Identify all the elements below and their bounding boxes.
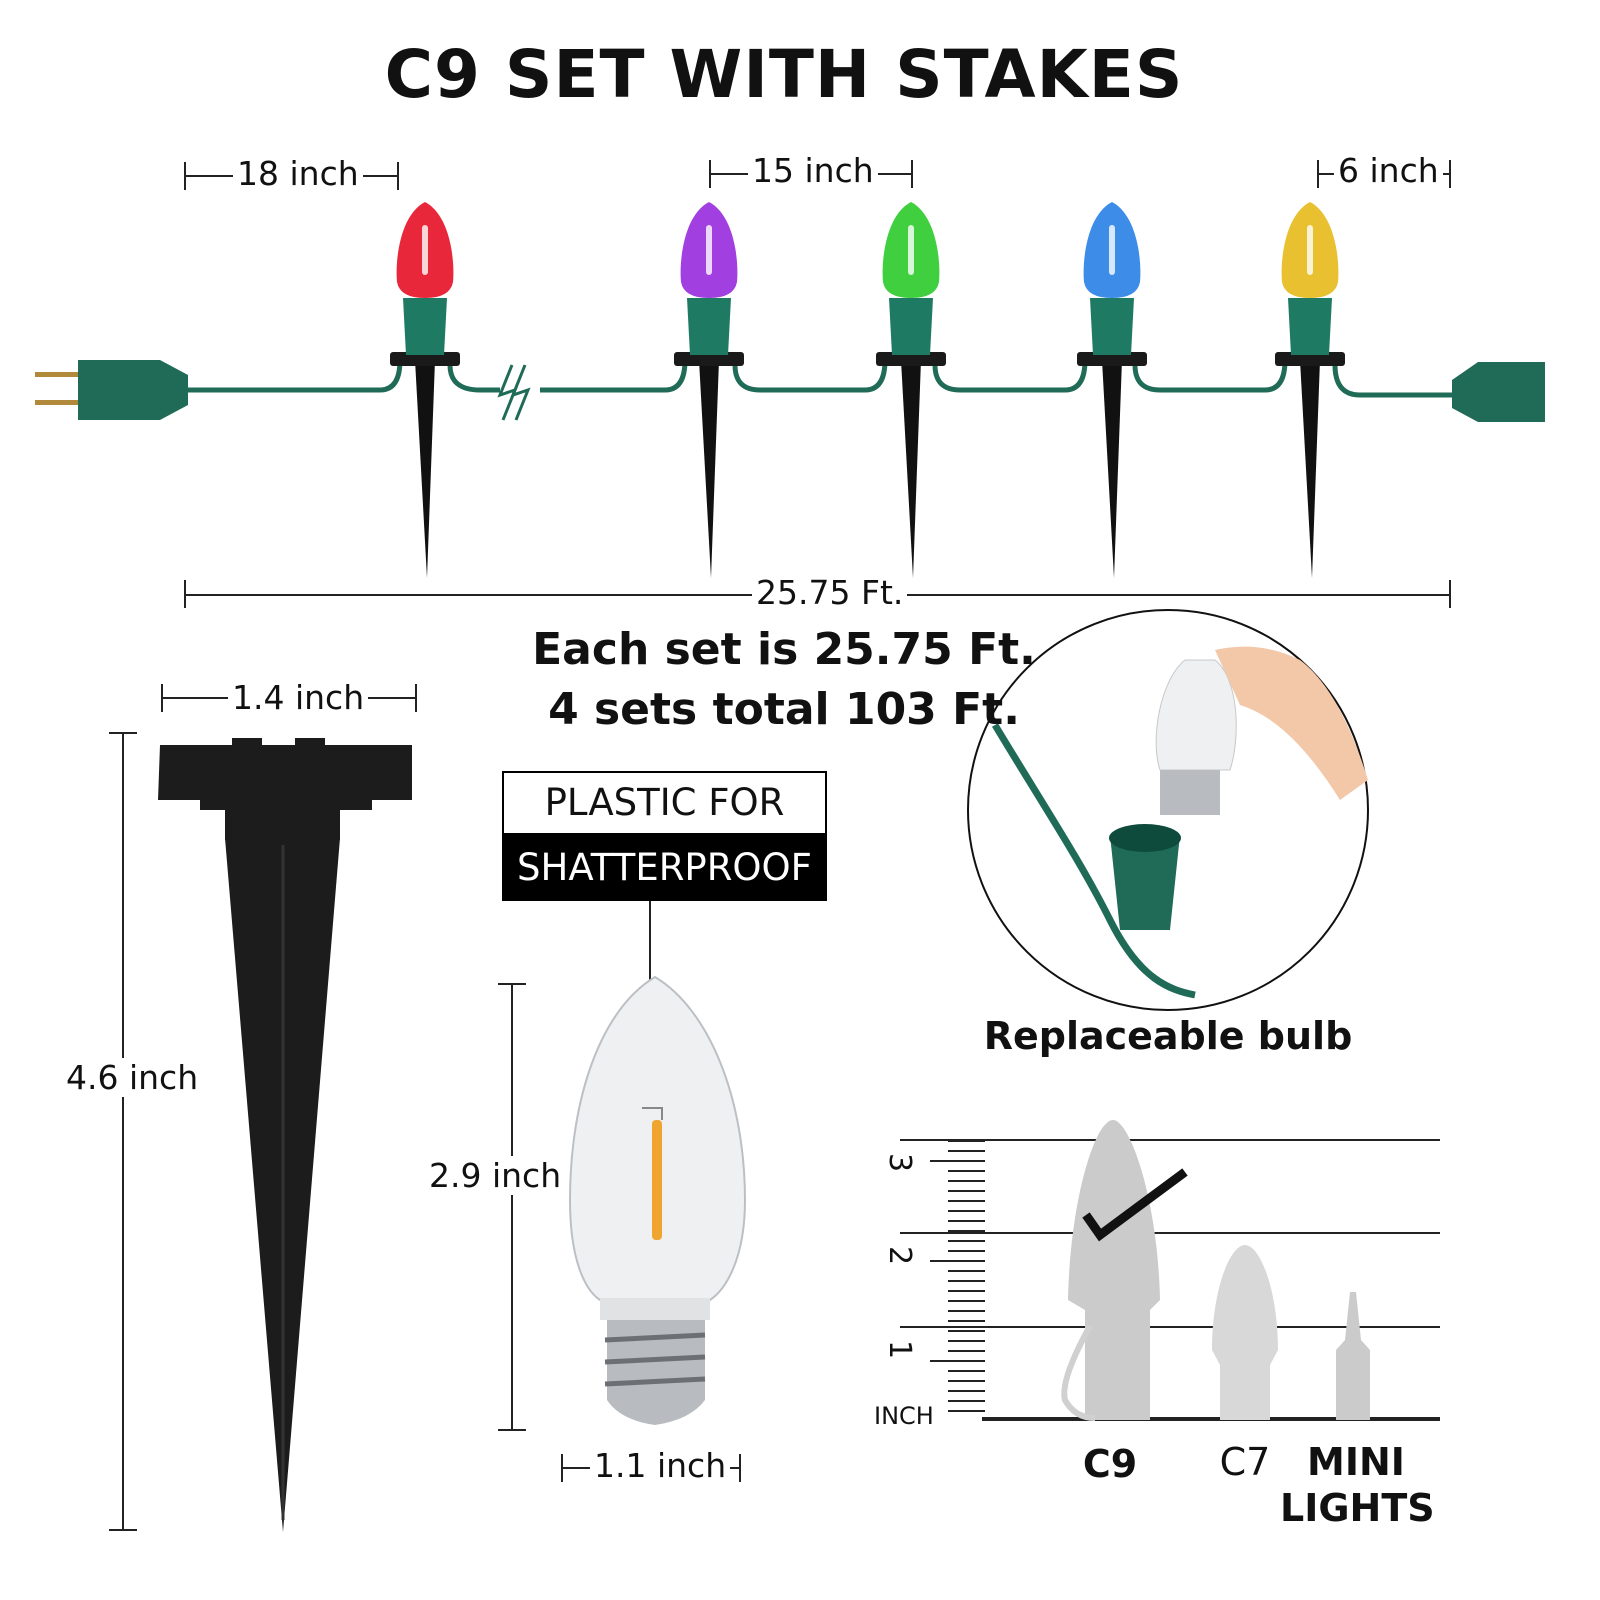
- set-length-text: Each set is 25.75 Ft.: [532, 624, 1036, 675]
- total-length-label: 25.75 Ft.: [752, 573, 908, 612]
- bulb-on-stake: [674, 202, 744, 578]
- replaceable-bulb-label: Replaceable bulb: [983, 1014, 1353, 1058]
- replaceable-bulb-inset: [967, 609, 1369, 1011]
- stake-width-label: 1.4 inch: [228, 678, 369, 717]
- page-title: C9 SET WITH STAKES: [384, 36, 1184, 113]
- bulb-on-stake: [876, 202, 946, 578]
- c9-label: C9: [1082, 1442, 1138, 1486]
- stake-height-label: 4.6 inch: [62, 1058, 203, 1097]
- c9-bulb-illustration: [568, 975, 747, 1425]
- ruler-number-1: 1: [882, 1339, 918, 1360]
- bulb-on-stake: [1077, 202, 1147, 578]
- end-spacing-label: 6 inch: [1334, 151, 1443, 190]
- bulb-spacing-label: 15 inch: [748, 151, 878, 190]
- mini-label: MINI: [1307, 1440, 1405, 1484]
- break-symbol-icon: [497, 364, 531, 421]
- ruler-number-2: 2: [882, 1245, 918, 1266]
- size-comparison-chart: [900, 1120, 1440, 1421]
- ruler-unit: INCH: [874, 1402, 934, 1430]
- c7-label: C7: [1219, 1440, 1271, 1484]
- stake-illustration: [158, 738, 412, 1532]
- female-connector-icon: [1452, 362, 1545, 422]
- ruler-number-3: 3: [882, 1152, 918, 1173]
- lights-label: LIGHTS: [1280, 1486, 1435, 1530]
- material-label-top: PLASTIC FOR: [502, 771, 827, 835]
- total-length-text: 4 sets total 103 Ft.: [548, 684, 1020, 735]
- first-spacing-label: 18 inch: [233, 154, 363, 193]
- wire: [188, 359, 1452, 398]
- bulb-on-stake: [1275, 202, 1345, 578]
- bulb-on-stake: [390, 202, 460, 578]
- bulb-height-label: 2.9 inch: [425, 1156, 566, 1195]
- male-plug-icon: [35, 360, 188, 420]
- material-label-bottom: SHATTERPROOF: [502, 833, 827, 901]
- bulb-width-label: 1.1 inch: [590, 1446, 731, 1485]
